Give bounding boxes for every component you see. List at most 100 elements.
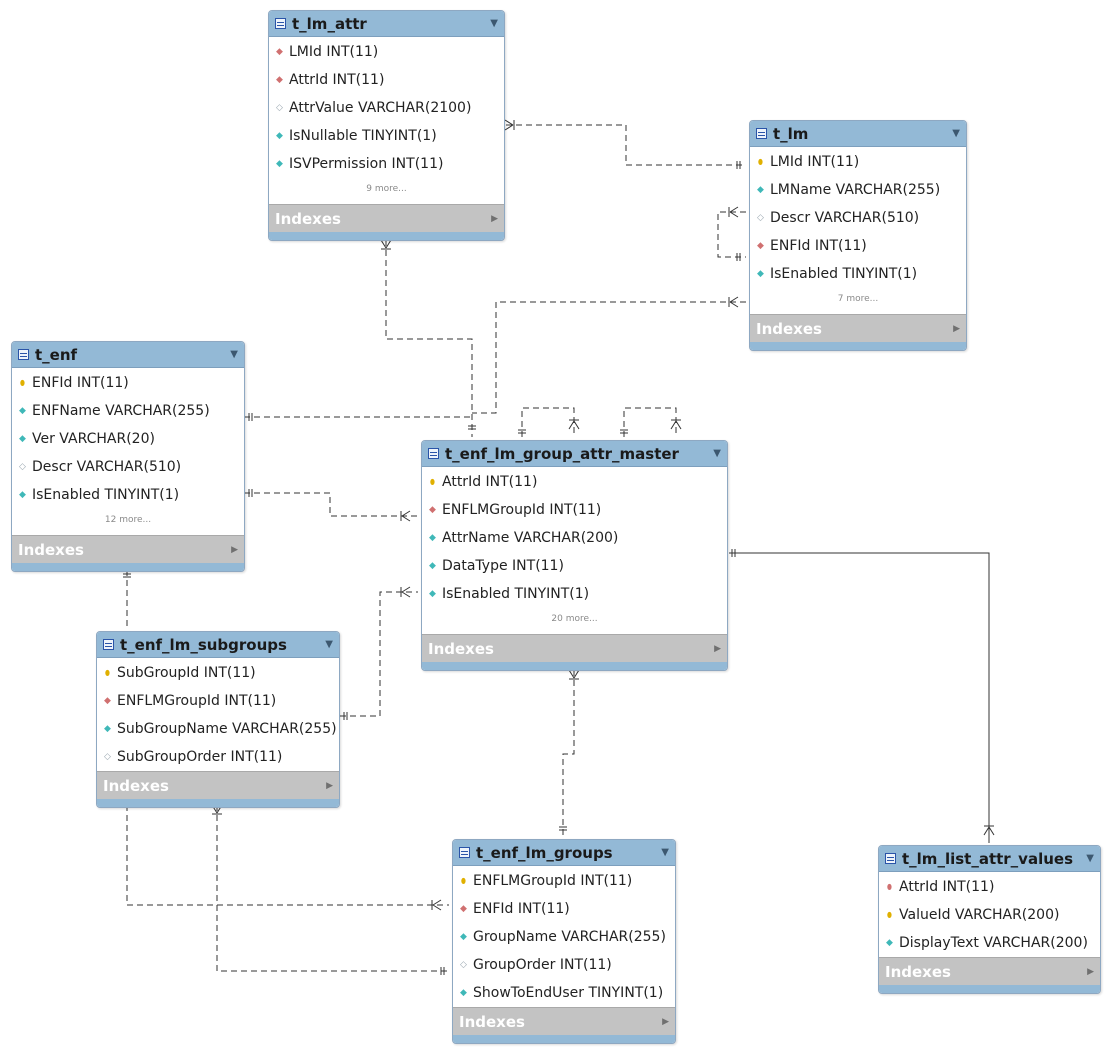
column-row[interactable]: ●ENFLMGroupId INT(11) <box>453 867 675 895</box>
table-header[interactable]: t_lm ▼ <box>750 121 966 147</box>
indexes-section[interactable]: Indexes ▶ <box>879 957 1100 985</box>
table-t-lm[interactable]: t_lm ▼ ●LMId INT(11)◆LMName VARCHAR(255)… <box>749 120 967 351</box>
column-label: IsEnabled TINYINT(1) <box>32 487 180 503</box>
column-row[interactable]: ◆AttrName VARCHAR(200) <box>422 524 727 552</box>
indexes-section[interactable]: Indexes ▶ <box>97 771 339 799</box>
column-label: DisplayText VARCHAR(200) <box>899 935 1088 951</box>
more-columns-link[interactable]: 9 more... <box>366 184 407 194</box>
foreign-key-icon: ◆ <box>429 504 436 515</box>
more-columns-link[interactable]: 12 more... <box>104 515 152 525</box>
link-lm-master[interactable] <box>472 301 746 414</box>
collapse-arrow-icon[interactable]: ▼ <box>661 847 669 858</box>
link-master-list-values[interactable] <box>729 552 990 843</box>
not-null-column-icon: ◆ <box>104 723 111 734</box>
more-columns-link[interactable]: 7 more... <box>837 294 879 304</box>
expand-arrow-icon[interactable]: ▶ <box>662 1016 669 1027</box>
column-row[interactable]: ◆GroupName VARCHAR(255) <box>453 923 675 951</box>
expand-arrow-icon[interactable]: ▶ <box>1087 966 1094 977</box>
table-t-enf-lm-subgroups[interactable]: t_enf_lm_subgroups ▼ ●SubGroupId INT(11)… <box>96 631 340 808</box>
link-lm-attr-master[interactable] <box>385 240 473 437</box>
column-row[interactable]: ●ValueId VARCHAR(200) <box>879 901 1100 929</box>
column-label: IsEnabled TINYINT(1) <box>442 586 590 602</box>
column-list: ●ENFId INT(11)◆ENFName VARCHAR(255)◆Ver … <box>12 368 244 509</box>
link-master-groups[interactable] <box>562 670 575 836</box>
table-header[interactable]: t_enf ▼ <box>12 342 244 368</box>
column-row[interactable]: ◇Descr VARCHAR(510) <box>750 204 966 232</box>
indexes-section[interactable]: Indexes ▶ <box>750 314 966 342</box>
column-row[interactable]: ◆ENFLMGroupId INT(11) <box>97 687 339 715</box>
table-header[interactable]: t_lm_attr ▼ <box>269 11 504 37</box>
column-row[interactable]: ◆ENFId INT(11) <box>750 232 966 260</box>
column-row[interactable]: ◆IsNullable TINYINT(1) <box>269 122 504 150</box>
expand-arrow-icon[interactable]: ▶ <box>714 643 721 654</box>
link-subgroups-groups-2[interactable] <box>216 805 449 972</box>
expand-arrow-icon[interactable]: ▶ <box>326 780 333 791</box>
table-t-enf-lm-group-attr-master[interactable]: t_enf_lm_group_attr_master ▼ ●AttrId INT… <box>421 440 728 671</box>
indexes-section[interactable]: Indexes ▶ <box>12 535 244 563</box>
table-t-lm-attr[interactable]: t_lm_attr ▼ ◆LMId INT(11)◆AttrId INT(11)… <box>268 10 505 241</box>
link-subgroups-groups-1[interactable] <box>126 805 449 906</box>
collapse-arrow-icon[interactable]: ▼ <box>713 448 721 459</box>
table-header[interactable]: t_lm_list_attr_values ▼ <box>879 846 1100 872</box>
column-row[interactable]: ◇GroupOrder INT(11) <box>453 951 675 979</box>
link-master-self-1[interactable] <box>521 407 575 437</box>
table-header[interactable]: t_enf_lm_group_attr_master ▼ <box>422 441 727 467</box>
indexes-section[interactable]: Indexes ▶ <box>269 204 504 232</box>
not-null-column-icon: ◆ <box>460 931 467 942</box>
column-row[interactable]: ◆Ver VARCHAR(20) <box>12 425 244 453</box>
indexes-section[interactable]: Indexes ▶ <box>422 634 727 662</box>
column-row[interactable]: ◆DisplayText VARCHAR(200) <box>879 929 1100 957</box>
column-label: ISVPermission INT(11) <box>289 156 444 172</box>
column-list: ●LMId INT(11)◆LMName VARCHAR(255)◇Descr … <box>750 147 966 288</box>
expand-arrow-icon[interactable]: ▶ <box>491 213 498 224</box>
table-t-lm-list-attr-values[interactable]: t_lm_list_attr_values ▼ ●AttrId INT(11)●… <box>878 845 1101 994</box>
table-footer <box>422 662 727 670</box>
indexes-label: Indexes <box>18 540 84 559</box>
column-row[interactable]: ◆ENFId INT(11) <box>453 895 675 923</box>
column-row[interactable]: ◇SubGroupOrder INT(11) <box>97 743 339 771</box>
column-row[interactable]: ◆ISVPermission INT(11) <box>269 150 504 178</box>
collapse-arrow-icon[interactable]: ▼ <box>230 349 238 360</box>
column-row[interactable]: ●AttrId INT(11) <box>879 873 1100 901</box>
table-icon <box>459 847 470 858</box>
primary-key-icon: ● <box>461 876 466 885</box>
column-row[interactable]: ◆ENFLMGroupId INT(11) <box>422 496 727 524</box>
indexes-section[interactable]: Indexes ▶ <box>453 1007 675 1035</box>
column-row[interactable]: ◆IsEnabled TINYINT(1) <box>12 481 244 509</box>
column-row[interactable]: ●AttrId INT(11) <box>422 468 727 496</box>
collapse-arrow-icon[interactable]: ▼ <box>325 639 333 650</box>
expand-arrow-icon[interactable]: ▶ <box>953 323 960 334</box>
column-row[interactable]: ◆SubGroupName VARCHAR(255) <box>97 715 339 743</box>
nullable-column-icon: ◇ <box>19 461 26 472</box>
link-subgroups-master[interactable] <box>340 591 418 717</box>
table-t-enf-lm-groups[interactable]: t_enf_lm_groups ▼ ●ENFLMGroupId INT(11)◆… <box>452 839 676 1044</box>
column-row[interactable]: ◆IsEnabled TINYINT(1) <box>422 580 727 608</box>
column-row[interactable]: ◆ShowToEndUser TINYINT(1) <box>453 979 675 1007</box>
expand-arrow-icon[interactable]: ▶ <box>231 544 238 555</box>
table-footer <box>879 985 1100 993</box>
column-row[interactable]: ◆LMName VARCHAR(255) <box>750 176 966 204</box>
column-row[interactable]: ◆AttrId INT(11) <box>269 66 504 94</box>
column-row[interactable]: ●LMId INT(11) <box>750 148 966 176</box>
link-lm-self[interactable] <box>717 211 746 258</box>
link-master-self-2[interactable] <box>623 407 677 437</box>
collapse-arrow-icon[interactable]: ▼ <box>490 18 498 29</box>
link-enf-master-2[interactable] <box>244 492 418 517</box>
one-marker <box>440 967 445 975</box>
table-header[interactable]: t_enf_lm_subgroups ▼ <box>97 632 339 658</box>
column-row[interactable]: ●ENFId INT(11) <box>12 369 244 397</box>
table-header[interactable]: t_enf_lm_groups ▼ <box>453 840 675 866</box>
column-row[interactable]: ◆LMId INT(11) <box>269 38 504 66</box>
collapse-arrow-icon[interactable]: ▼ <box>952 128 960 139</box>
column-row[interactable]: ◆DataType INT(11) <box>422 552 727 580</box>
column-row[interactable]: ◇Descr VARCHAR(510) <box>12 453 244 481</box>
collapse-arrow-icon[interactable]: ▼ <box>1086 853 1094 864</box>
more-columns-link[interactable]: 20 more... <box>551 614 598 624</box>
column-row[interactable]: ◆ENFName VARCHAR(255) <box>12 397 244 425</box>
link-lm-attr-lm[interactable] <box>506 124 746 166</box>
column-row[interactable]: ◇AttrValue VARCHAR(2100) <box>269 94 504 122</box>
not-null-column-icon: ◆ <box>19 405 26 416</box>
column-row[interactable]: ●SubGroupId INT(11) <box>97 659 339 687</box>
column-row[interactable]: ◆IsEnabled TINYINT(1) <box>750 260 966 288</box>
table-t-enf[interactable]: t_enf ▼ ●ENFId INT(11)◆ENFName VARCHAR(2… <box>11 341 245 572</box>
